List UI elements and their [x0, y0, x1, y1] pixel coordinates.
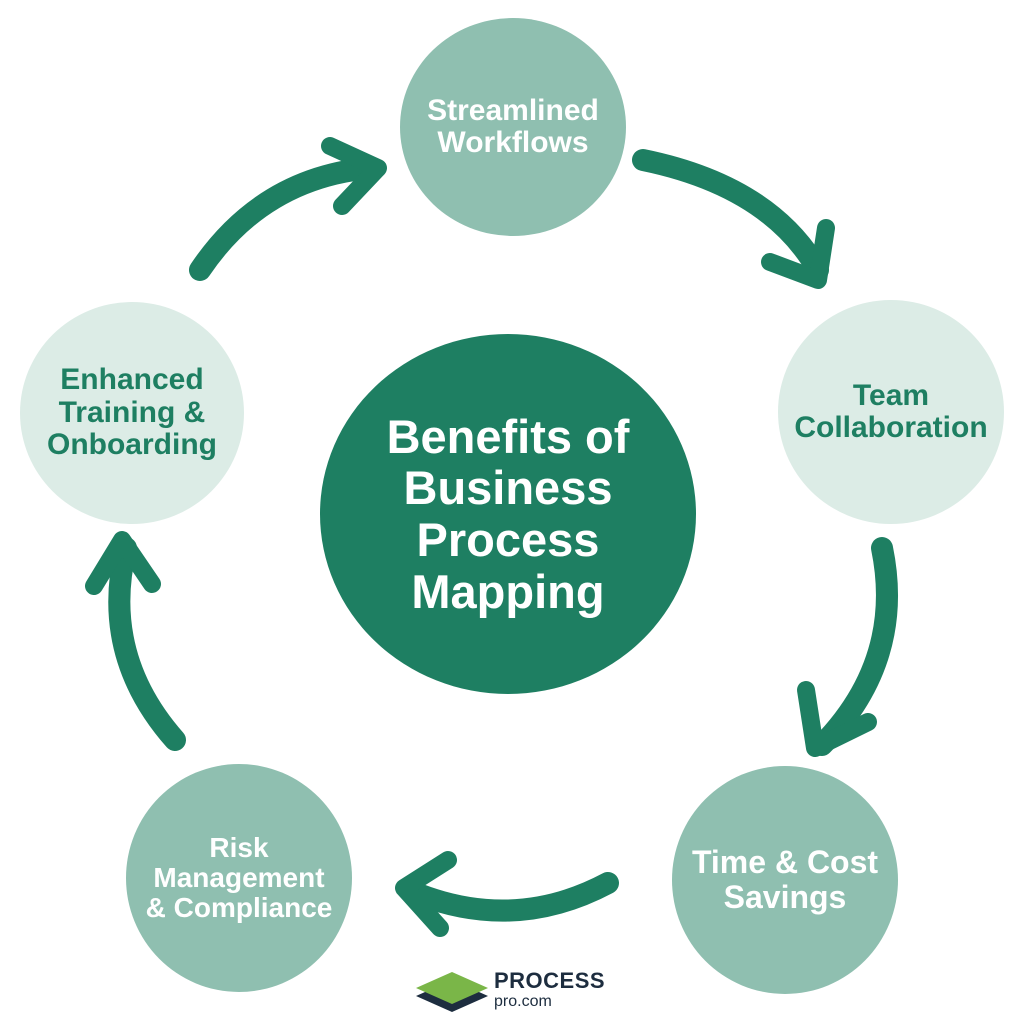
benefit-label-line: Streamlined [427, 93, 599, 127]
benefit-label-line: Onboarding [47, 428, 217, 462]
benefit-label: Time & Cost Savings [692, 845, 878, 914]
benefit-node-enhanced-training: Enhanced Training & Onboarding [20, 302, 244, 524]
center-title-line: Business [403, 461, 613, 515]
arrowhead-team [761, 219, 835, 289]
arrow-streamlined-to-team [632, 149, 829, 281]
benefit-node-risk-compliance: Risk Management & Compliance [126, 764, 352, 992]
processpro-logo: PROCESS pro.com [412, 966, 622, 1016]
benefit-label: Enhanced Training & Onboarding [47, 363, 217, 462]
arrow-team-to-time [811, 537, 898, 756]
benefit-label-line: Workflows [437, 126, 589, 159]
logo-diamond-icon [416, 972, 488, 1012]
benefit-label-line: Enhanced [60, 363, 204, 397]
benefit-label-line: Training & [58, 395, 206, 429]
benefit-label-line: Risk [209, 831, 269, 863]
arrowhead-risk [395, 851, 457, 937]
logo-wordmark: PROCESS [494, 968, 606, 993]
center-title-line: Mapping [411, 564, 605, 618]
benefit-label-line: Savings [723, 879, 847, 915]
benefit-label-line: Team [852, 378, 930, 412]
arrowhead-training [85, 531, 161, 595]
benefit-label-line: Management [153, 861, 325, 893]
arrow-risk-to-training [108, 537, 186, 751]
logo-domain-text: pro.com [494, 993, 552, 1010]
benefit-label-line: & Compliance [145, 892, 333, 924]
benefit-label: Streamlined Workflows [427, 93, 599, 160]
center-topic-title: Benefits of Business Process Mapping [386, 409, 630, 618]
benefit-label: Team Collaboration [794, 378, 988, 445]
benefit-node-time-cost-savings: Time & Cost Savings [672, 766, 898, 994]
benefit-node-streamlined-workflows: Streamlined Workflows [400, 18, 626, 236]
center-topic-circle: Benefits of Business Process Mapping [320, 334, 696, 694]
benefit-label: Risk Management & Compliance [145, 831, 333, 924]
center-title-line: Benefits of [386, 409, 630, 463]
arrowhead-time [797, 681, 877, 757]
center-title-line: Process [416, 513, 600, 566]
benefit-node-team-collaboration: Team Collaboration [778, 300, 1004, 524]
benefit-label-line: Time & Cost [691, 844, 879, 881]
arrowhead-streamlined [321, 137, 387, 215]
arrow-training-to-streamlined [189, 157, 381, 281]
arrow-time-to-risk [407, 872, 619, 922]
benefit-label-line: Collaboration [794, 411, 988, 444]
